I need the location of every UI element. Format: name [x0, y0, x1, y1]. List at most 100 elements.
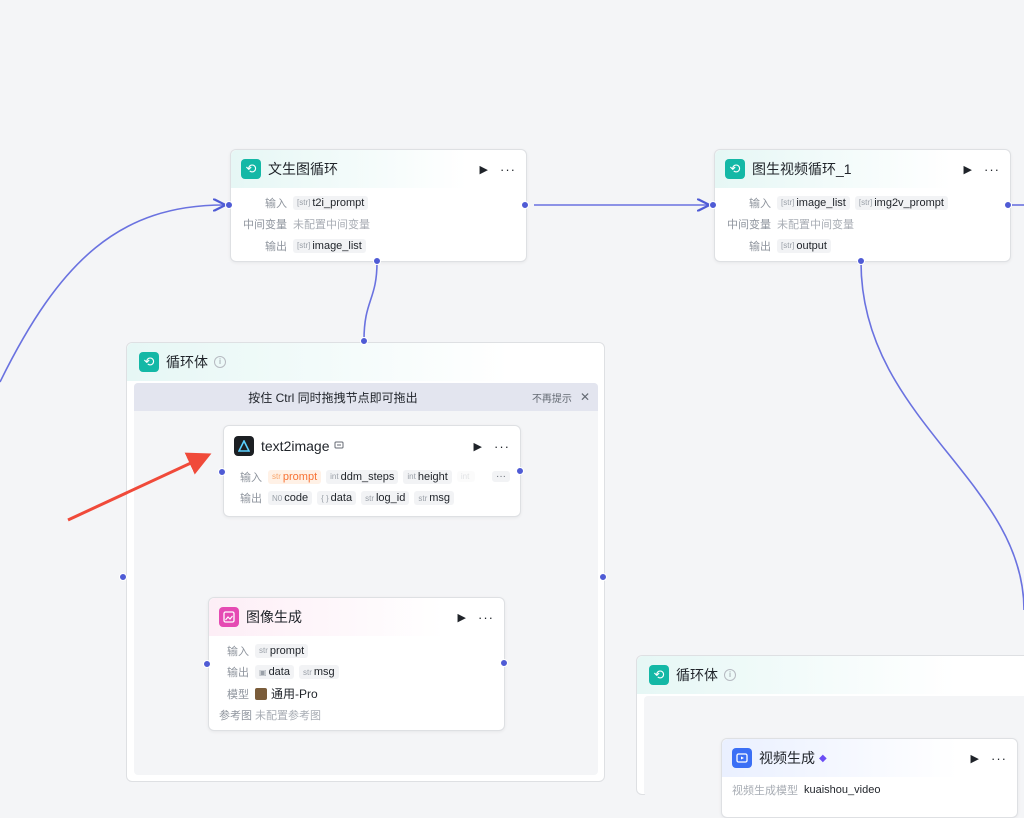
t2i-loop-output-port[interactable]	[521, 201, 529, 209]
info-icon[interactable]: i	[724, 669, 736, 681]
image-gen-node-header[interactable]: 图像生成 ▶ ···	[209, 598, 504, 636]
t2i-loop-body-port[interactable]	[373, 257, 381, 265]
drag-hint-bar: 按住 Ctrl 同时拖拽节点即可拖出 不再提示 ✕	[134, 383, 598, 411]
text2image-title: text2image	[261, 438, 330, 454]
more-icon[interactable]: ···	[494, 438, 510, 454]
image-gen-title: 图像生成	[246, 609, 302, 625]
input-label: 输入	[240, 471, 262, 484]
i2v-loop-node-header[interactable]: ⟲ 图生视频循环_1 ▶ ···	[715, 150, 1010, 188]
run-icon[interactable]: ▶	[970, 752, 979, 765]
more-params-button[interactable]: ···	[492, 471, 510, 483]
text2image-logo-icon	[234, 436, 254, 456]
model-label: 模型	[227, 688, 249, 701]
loop-body-header[interactable]: ⟲ 循环体 i	[127, 343, 604, 381]
loop-icon: ⟲	[139, 352, 159, 372]
text2image-node-header[interactable]: text2image ▶ ···	[224, 426, 520, 466]
i2v-loop-input-port[interactable]	[709, 201, 717, 209]
t2i-loop-input-port[interactable]	[225, 201, 233, 209]
api-plugin-icon	[334, 440, 344, 453]
loop-icon: ⟲	[241, 159, 261, 179]
image-gen-input-port[interactable]	[203, 660, 211, 668]
t2i-loop-title: 文生图循环	[268, 161, 338, 177]
param-tag: ▣data	[255, 665, 294, 680]
loop-icon: ⟲	[649, 665, 669, 685]
more-icon[interactable]: ···	[984, 161, 1000, 177]
param-tag: [str]image_list	[777, 195, 850, 210]
premium-badge-icon: ◆	[819, 752, 827, 764]
input-label: 输入	[749, 197, 771, 210]
loop-body-start-port[interactable]	[119, 573, 127, 581]
edge-i2v-to-loop-body-2[interactable]	[860, 261, 1024, 611]
mid-var-label: 中间变量	[727, 219, 771, 232]
drag-hint-text: 按住 Ctrl 同时拖拽节点即可拖出	[248, 390, 418, 405]
video-gen-node[interactable]: 视频生成 ◆ ▶ ··· 视频生成模型 kuaishou_video	[721, 738, 1018, 818]
mid-var-value: 未配置中间变量	[293, 219, 370, 232]
loop-body-title: 循环体	[166, 354, 208, 370]
run-icon[interactable]: ▶	[457, 611, 466, 624]
output-label: 输出	[749, 240, 771, 253]
param-tag: [str]img2v_prompt	[854, 195, 948, 210]
i2v-loop-output-port[interactable]	[1004, 201, 1012, 209]
t2i-output-row: 输出 [str]image_list	[241, 235, 516, 257]
loop-body-2-header[interactable]: ⟲ 循环体 i	[637, 656, 1024, 694]
output-label: 输出	[240, 493, 262, 506]
loop-icon: ⟲	[725, 159, 745, 179]
more-icon[interactable]: ···	[991, 750, 1007, 766]
text2image-output-port[interactable]	[516, 467, 524, 475]
loop-body-2-title: 循环体	[676, 667, 718, 683]
i2v-loop-title: 图生视频循环_1	[752, 161, 852, 177]
video-model-value: kuaishou_video	[804, 783, 881, 796]
param-tag: int	[456, 471, 476, 483]
run-icon[interactable]: ▶	[963, 163, 972, 176]
t2i-loop-node-header[interactable]: ⟲ 文生图循环 ▶ ···	[231, 150, 526, 188]
video-gen-model-row: 视频生成模型 kuaishou_video	[732, 779, 1007, 801]
t2i-mid-row: 中间变量 未配置中间变量	[241, 214, 516, 236]
edge-t2i-to-loop-body[interactable]	[363, 261, 378, 341]
more-icon[interactable]: ···	[500, 161, 516, 177]
image-gen-output-port[interactable]	[500, 659, 508, 667]
param-tag: [str]output	[777, 238, 831, 253]
image-gen-model-row: 模型 通用-Pro	[219, 683, 494, 705]
video-gen-node-header[interactable]: 视频生成 ◆ ▶ ···	[722, 739, 1017, 777]
ref-image-value: 未配置参考图	[255, 710, 321, 723]
info-icon[interactable]: i	[214, 356, 226, 368]
run-icon[interactable]: ▶	[479, 163, 488, 176]
i2v-output-row: 输出 [str]output	[725, 235, 1000, 257]
image-icon	[219, 607, 239, 627]
loop-body-top-port[interactable]	[360, 337, 368, 345]
input-label: 输入	[227, 645, 249, 658]
run-icon[interactable]: ▶	[473, 440, 482, 453]
text2image-input-port[interactable]	[218, 468, 226, 476]
i2v-loop-node[interactable]: ⟲ 图生视频循环_1 ▶ ··· 输入 [str]image_list [str…	[714, 149, 1011, 262]
output-label: 输出	[265, 240, 287, 253]
video-icon	[732, 748, 752, 768]
i2v-mid-row: 中间变量 未配置中间变量	[725, 214, 1000, 236]
param-tag: [str]image_list	[293, 238, 366, 253]
model-avatar	[255, 687, 267, 700]
t2i-input-row: 输入 [str]t2i_prompt	[241, 192, 516, 214]
mid-var-value: 未配置中间变量	[777, 219, 854, 232]
dont-show-again-link[interactable]: 不再提示	[531, 393, 572, 405]
i2v-input-row: 输入 [str]image_list [str]img2v_prompt	[725, 192, 1000, 214]
loop-body-end-port[interactable]	[599, 573, 607, 581]
model-value: 通用-Pro	[271, 687, 318, 702]
more-icon[interactable]: ···	[478, 609, 494, 625]
i2v-loop-body-port[interactable]	[857, 257, 865, 265]
close-icon[interactable]: ✕	[579, 390, 590, 404]
input-label: 输入	[265, 197, 287, 210]
t2i-loop-node[interactable]: ⟲ 文生图循环 ▶ ··· 输入 [str]t2i_prompt 中间变量 未配…	[230, 149, 527, 262]
